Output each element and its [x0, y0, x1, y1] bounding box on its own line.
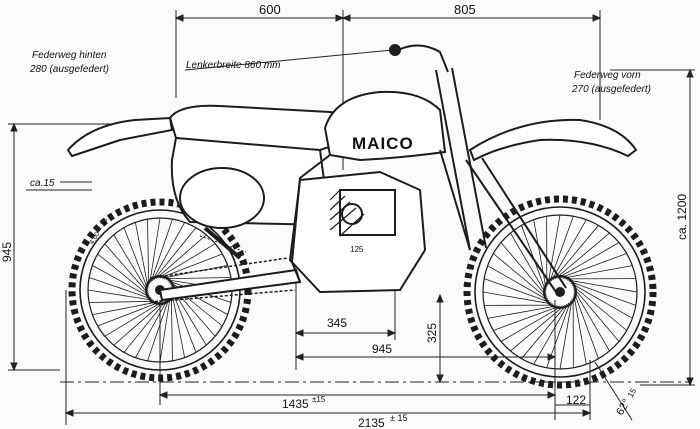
- wheel-spoke: [155, 234, 207, 280]
- wheel-spoke: [510, 304, 566, 352]
- handlebar-width-label: Lenkerbreite 860 mm: [186, 60, 281, 71]
- wheel-spoke: [552, 225, 599, 281]
- wheel-spoke: [147, 219, 150, 286]
- wheel-spoke: [170, 294, 173, 361]
- wheel-spoke: [123, 227, 149, 291]
- steering-angle: 62°: [614, 397, 633, 417]
- wheel-spoke: [153, 227, 197, 280]
- wheel-spoke: [559, 298, 573, 370]
- dim-1435: 1435: [282, 397, 309, 411]
- wheel-spoke: [87, 289, 155, 301]
- wheel-spoke: [573, 289, 610, 352]
- engine-displacement: 125: [350, 245, 364, 254]
- wheel-spoke: [88, 277, 153, 300]
- front-wheel: [463, 195, 657, 389]
- wheel-spoke: [92, 301, 158, 316]
- steering-angle-tolerance: 15: [626, 386, 639, 399]
- wheel-spoke: [510, 232, 547, 295]
- wheel-spoke: [487, 305, 558, 319]
- wheel-spoke: [135, 298, 169, 358]
- wheel-spoke: [97, 301, 161, 327]
- dim-top-left: 600: [259, 2, 281, 17]
- wheel-spoke: [123, 300, 167, 353]
- wheel-spoke: [482, 291, 554, 305]
- wheel-spoke: [533, 302, 570, 365]
- dim-122: 122: [566, 393, 586, 407]
- wheel-spoke: [159, 295, 171, 363]
- dim-2135: 2135: [358, 416, 385, 429]
- wheel-spoke: [164, 277, 231, 280]
- wheel-spoke: [151, 222, 185, 282]
- wheel-spoke: [493, 253, 549, 300]
- wheel-spoke: [572, 286, 620, 342]
- dim-945-horizontal: 945: [372, 342, 392, 356]
- wheel-spoke: [568, 280, 636, 306]
- wheel-spoke: [562, 265, 633, 279]
- wheel-spoke: [557, 242, 620, 279]
- wheel-spoke: [487, 265, 550, 302]
- wheel-spoke: [554, 232, 610, 280]
- wheel-spoke: [571, 284, 627, 331]
- dim-2135-tolerance: ± 15: [390, 413, 407, 423]
- wheel-spoke: [493, 305, 561, 331]
- dim-1435-tolerance: ±15: [312, 395, 326, 404]
- dim-345: 345: [327, 316, 347, 330]
- wheel-spoke: [113, 300, 165, 346]
- dim-1200-vertical: ca. 1200: [675, 194, 689, 240]
- dim-top-right: 805: [454, 2, 476, 17]
- wheel-spoke: [559, 253, 627, 279]
- wheel-spoke: [149, 217, 161, 285]
- wheel-spoke: [484, 278, 552, 304]
- wheel-spoke: [104, 243, 150, 295]
- wheel-spoke: [521, 303, 568, 359]
- dim-325: 325: [425, 323, 439, 343]
- wheel-spoke: [147, 297, 170, 362]
- dim-ca15: ca.15: [30, 178, 55, 189]
- brand-logo-text: MAICO: [352, 134, 414, 153]
- wheel-spoke: [500, 305, 563, 342]
- wheel-spoke: [104, 301, 163, 337]
- wheel-spoke: [546, 300, 572, 368]
- wheel-spoke: [548, 216, 574, 284]
- wheel-spoke: [150, 218, 173, 283]
- rear-travel-label: Federweg hinten: [32, 50, 107, 61]
- front-travel-label: Federweg vorn: [574, 70, 641, 81]
- wheel-spoke: [573, 291, 599, 359]
- front-travel-value: 270 (ausgefedert): [571, 84, 651, 95]
- wheel-spoke: [159, 253, 223, 279]
- wheel-spoke: [500, 242, 548, 298]
- wheel-spoke: [570, 282, 633, 319]
- wheel-spoke: [573, 294, 587, 365]
- wheel-spoke: [113, 234, 149, 293]
- wheel-spoke: [550, 219, 587, 282]
- wheel-spoke: [157, 243, 216, 279]
- wheel-spoke: [134, 222, 149, 288]
- wheel-spoke: [97, 253, 150, 297]
- dim-945-vertical: 945: [0, 242, 14, 262]
- rear-travel-value: 280 (ausgefedert): [29, 64, 109, 75]
- wheel-spoke: [89, 300, 156, 303]
- bike-body: [66, 44, 638, 303]
- wheel-spoke: [533, 219, 547, 290]
- wheel-spoke: [171, 292, 186, 358]
- wheel-spoke: [92, 265, 152, 299]
- wheel-spoke: [566, 279, 638, 293]
- wheel-spoke: [547, 214, 561, 286]
